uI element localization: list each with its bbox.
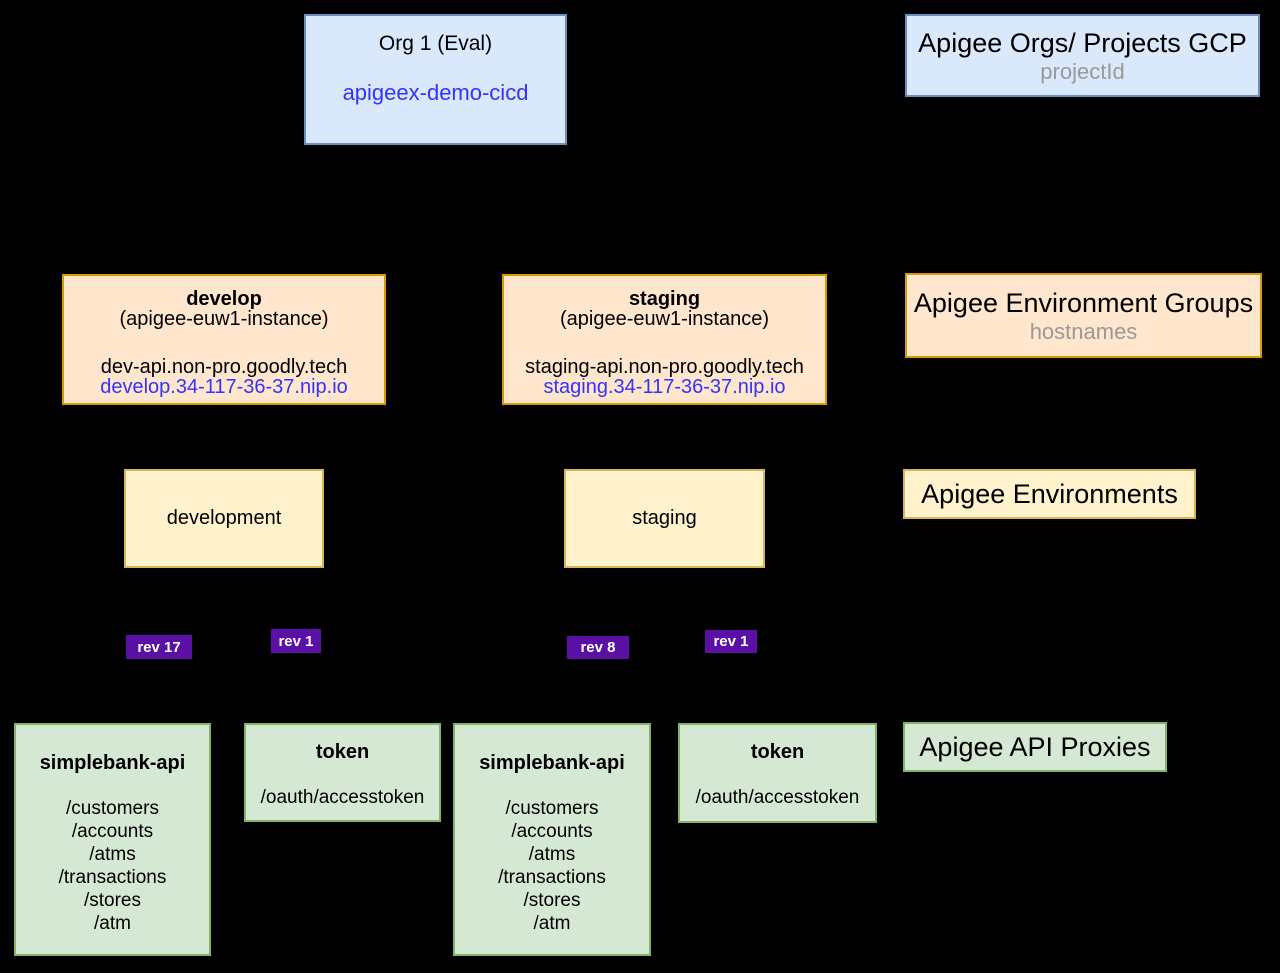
environment-name: development — [166, 507, 282, 529]
legend-environments-title: Apigee Environments — [921, 479, 1178, 509]
env-group-instance: (apigee-euw1-instance) — [559, 308, 769, 330]
legend-orgs-subtitle: projectId — [1040, 58, 1125, 84]
proxy-token-dev-node: token /oauth/accesstoken — [244, 723, 441, 822]
proxy-name: simplebank-api — [479, 752, 625, 774]
proxy-path: /oauth/accesstoken — [695, 787, 860, 808]
legend-orgs-projects: Apigee Orgs/ Projects GCP projectId — [905, 14, 1260, 97]
env-group-nip-hostname: develop.34-117-36-37.nip.io — [100, 376, 348, 398]
proxy-name: token — [750, 741, 805, 763]
proxy-path: /transactions — [498, 867, 606, 888]
proxy-paths: /oauth/accesstoken — [246, 786, 439, 809]
env-group-develop-node: develop (apigee-euw1-instance) dev-api.n… — [62, 274, 386, 405]
environment-name: staging — [632, 507, 697, 529]
proxy-path: /stores — [83, 890, 142, 911]
environment-development-node: development — [124, 469, 324, 568]
env-group-hostname: staging-api.non-pro.goodly.tech — [525, 356, 804, 378]
env-group-instance: (apigee-euw1-instance) — [119, 308, 329, 330]
proxy-path: /customers — [66, 798, 159, 819]
rev-badge-token-staging: rev 1 — [705, 630, 757, 653]
proxy-paths: /customers /accounts /atms /transactions… — [455, 797, 649, 935]
env-group-name: staging — [628, 288, 701, 310]
rev-badge-simplebank-dev: rev 17 — [126, 635, 192, 659]
legend-orgs-title: Apigee Orgs/ Projects GCP — [918, 27, 1247, 58]
rev-badge-simplebank-staging: rev 8 — [567, 636, 629, 659]
org-id: apigeex-demo-cicd — [342, 80, 529, 105]
env-group-nip-hostname: staging.34-117-36-37.nip.io — [543, 376, 786, 398]
legend-environments: Apigee Environments — [903, 469, 1196, 519]
proxy-simplebank-dev-node: simplebank-api /customers /accounts /atm… — [14, 723, 211, 956]
rev-label: rev 17 — [137, 638, 181, 656]
legend-env-groups-subtitle: hostnames — [1029, 318, 1138, 344]
proxy-paths: /oauth/accesstoken — [680, 786, 875, 809]
legend-api-proxies: Apigee API Proxies — [903, 722, 1167, 772]
legend-env-groups-title: Apigee Environment Groups — [913, 287, 1254, 318]
proxy-simplebank-staging-node: simplebank-api /customers /accounts /atm… — [453, 723, 651, 956]
proxy-name: simplebank-api — [39, 752, 186, 774]
env-group-name: develop — [186, 288, 262, 310]
env-group-staging-node: staging (apigee-euw1-instance) staging-a… — [502, 274, 827, 405]
proxy-token-staging-node: token /oauth/accesstoken — [678, 723, 877, 823]
legend-proxies-title: Apigee API Proxies — [919, 732, 1151, 762]
env-group-hostname: dev-api.non-pro.goodly.tech — [100, 356, 348, 378]
rev-badge-token-dev: rev 1 — [271, 629, 321, 653]
rev-label: rev 1 — [713, 633, 749, 650]
proxy-path: /atms — [89, 844, 136, 865]
rev-label: rev 1 — [278, 632, 314, 650]
proxy-path: /accounts — [511, 821, 593, 842]
org-node: Org 1 (Eval) apigeex-demo-cicd — [304, 14, 567, 145]
org-title: Org 1 (Eval) — [378, 32, 493, 55]
proxy-path: /oauth/accesstoken — [260, 787, 425, 808]
environment-staging-node: staging — [564, 469, 765, 568]
proxy-path: /accounts — [71, 821, 154, 842]
proxy-path: /atm — [94, 913, 131, 934]
proxy-path: /transactions — [58, 867, 167, 888]
proxy-paths: /customers /accounts /atms /transactions… — [16, 797, 209, 935]
proxy-path: /atm — [533, 913, 571, 934]
proxy-path: /customers — [505, 798, 599, 819]
proxy-path: /atms — [528, 844, 576, 865]
proxy-name: token — [315, 741, 370, 763]
rev-label: rev 8 — [580, 639, 616, 656]
legend-environment-groups: Apigee Environment Groups hostnames — [905, 273, 1262, 358]
proxy-path: /stores — [523, 890, 581, 911]
